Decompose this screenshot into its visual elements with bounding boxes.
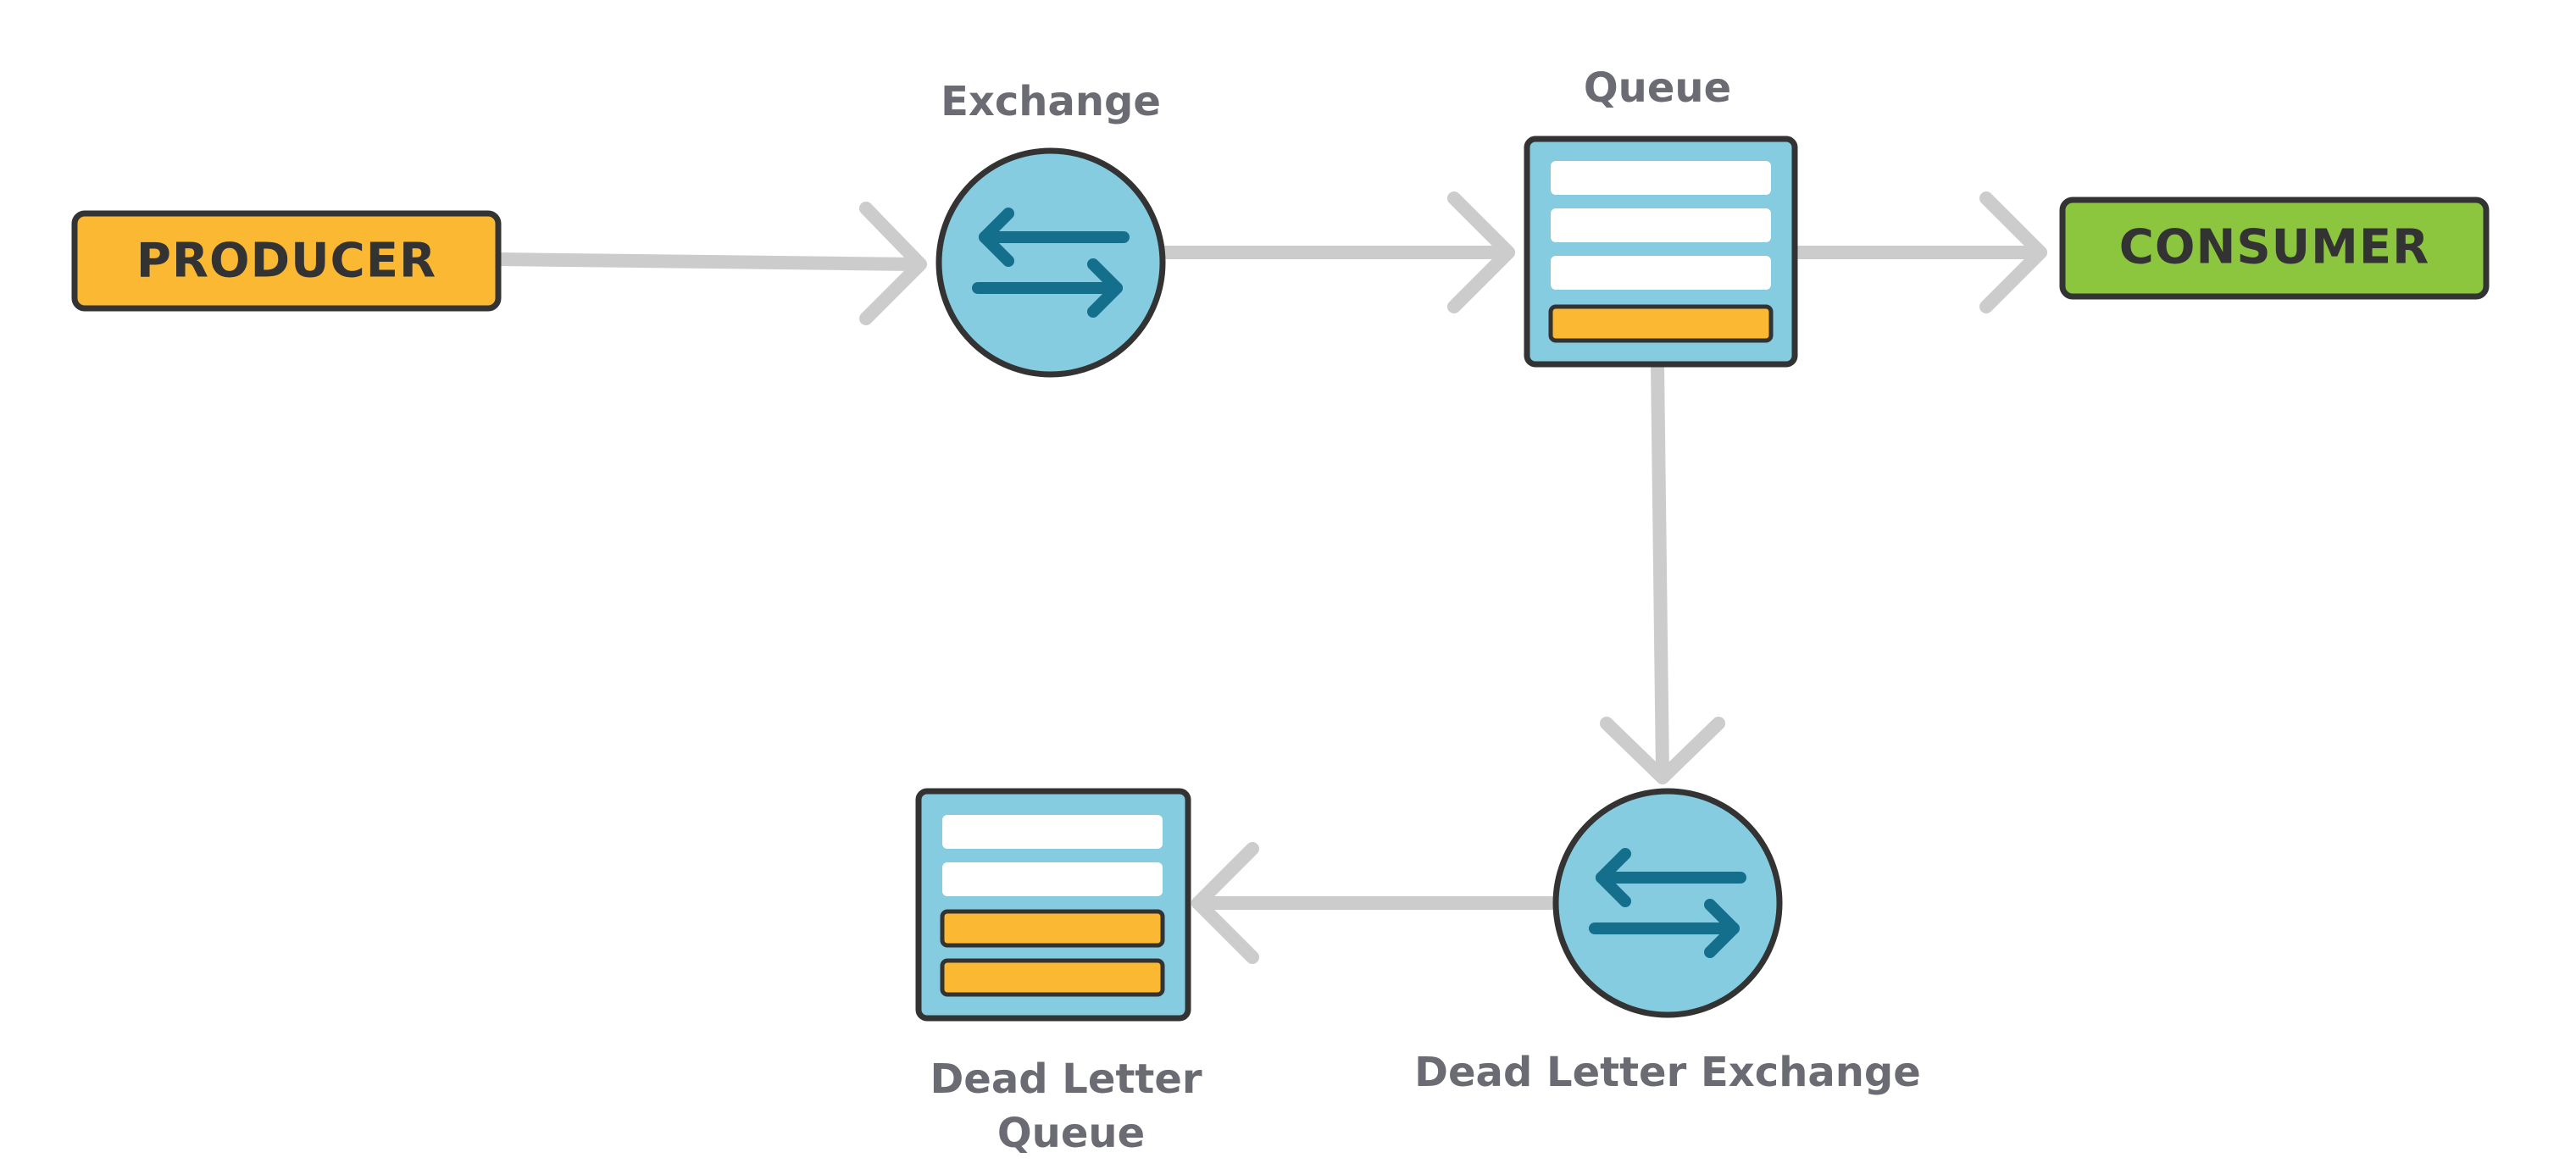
connector-exchange-to-queue [1154,191,1515,313]
dlq-message-slot [942,815,1163,849]
message-stack-icon [1548,161,1774,343]
dlq-dead-message [940,909,1165,948]
consumer-label: CONSUMER [2119,220,2429,275]
exchange-node[interactable]: Exchange [935,78,1166,378]
dead-letter-queue-label-line-2: Queue [997,1110,1145,1157]
queue-message-slot [1551,256,1771,290]
dlq-dead-message [940,958,1165,997]
queue-label: Queue [1584,64,1731,112]
connector-queue-to-consumer [1781,191,2047,313]
consumer-node[interactable]: CONSUMER [2059,197,2490,300]
queue-message-slot [1551,208,1771,242]
dead-letter-exchange-circle [1552,788,1783,1018]
producer-node[interactable]: PRODUCER [71,210,502,312]
dead-letter-queue-node[interactable]: Dead Letter Queue [915,788,1202,1157]
exchange-label: Exchange [941,78,1161,125]
queue-message-slot [1551,161,1771,195]
producer-label: PRODUCER [136,234,436,289]
swap-arrows-icon [1589,848,1746,958]
consumer-box [2059,197,2490,300]
dlq-message-slot [942,862,1163,896]
message-stack-icon [940,815,1165,997]
dead-letter-queue-label-line-1: Dead Letter [930,1055,1202,1103]
dead-letter-exchange-node[interactable]: Dead Letter Exchange [1414,788,1921,1096]
swap-arrows-icon [972,208,1130,318]
connector-producer-to-exchange [491,202,927,325]
dead-letter-exchange-label: Dead Letter Exchange [1414,1049,1921,1096]
exchange-circle [935,147,1166,378]
connector-dead-letter-exchange-to-dead-letter-queue [1191,842,1557,964]
queue-dead-message [1548,304,1774,343]
producer-box [71,210,502,312]
connector-queue-to-dead-letter-exchange [1600,357,1725,784]
queue-node[interactable]: Queue [1524,64,1798,368]
